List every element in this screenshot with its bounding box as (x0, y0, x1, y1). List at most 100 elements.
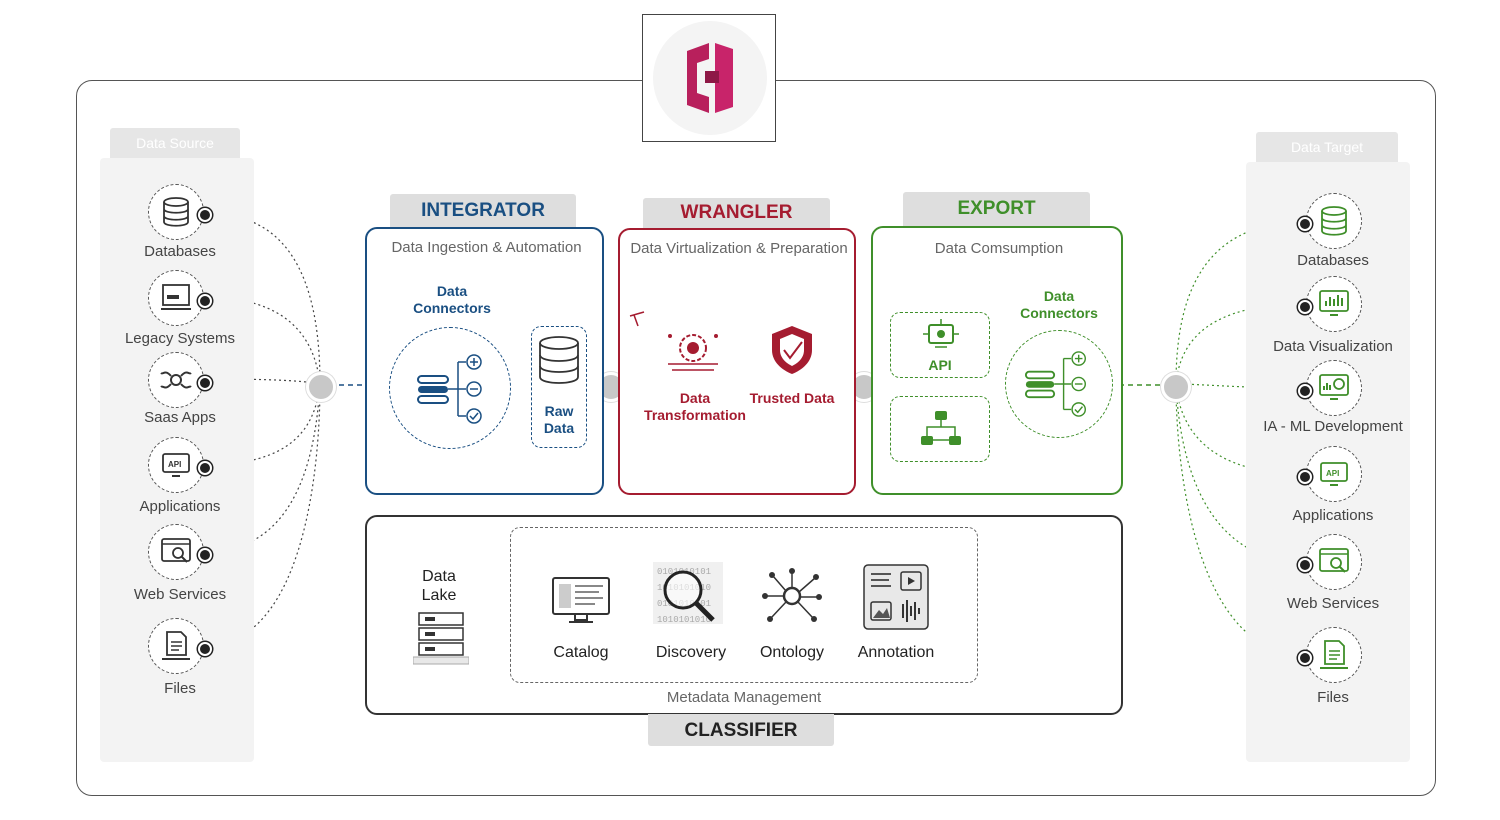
files-icon (162, 631, 190, 660)
network-box (890, 396, 990, 462)
data-transformation-label: Data Transformation (644, 390, 746, 423)
api-box: API (890, 312, 990, 378)
api-label: API (928, 357, 952, 373)
target-label: Web Services (1286, 595, 1380, 612)
data-visualization-icon (1319, 290, 1349, 316)
data-target-header: Data Target (1256, 132, 1398, 162)
source-label: Databases (144, 243, 216, 260)
wrangler-panel: Data Virtualization & Preparation Data T… (618, 228, 856, 495)
export-title: EXPORT (903, 192, 1090, 226)
export-connectors-circle (1005, 330, 1113, 438)
integrator-title: INTEGRATOR (390, 194, 576, 228)
target-connector-dot (1298, 300, 1312, 314)
source-node-2 (148, 270, 204, 326)
api-network-icon (923, 319, 959, 348)
target-hub (1161, 372, 1191, 402)
database-icon (163, 197, 189, 227)
logo-box (642, 14, 776, 142)
data-transformation-icon (668, 334, 718, 371)
source-hub (306, 372, 336, 402)
catalog-label: Catalog (553, 644, 609, 661)
source-connector-dot (198, 548, 212, 562)
classifier-panel: Data Lake 0101010101 1010101010 01010101… (365, 515, 1123, 715)
trusted-data-shield-icon (772, 326, 812, 374)
data-connectors-icon (417, 354, 482, 424)
integrator-connectors-label: Data Connectors (413, 283, 491, 316)
web-services-icon (1319, 548, 1349, 573)
data-lake-server-icon (413, 612, 469, 665)
classifier-title: CLASSIFIER (648, 714, 834, 746)
target-node-5 (1306, 534, 1362, 590)
trusted-data-label: Trusted Data (749, 390, 835, 406)
data-lake-label: Data Lake (421, 568, 457, 604)
source-node-1 (148, 184, 204, 240)
api-monitor-icon: API (162, 453, 190, 477)
export-panel: Data Comsumption API Data Connectors (871, 226, 1123, 495)
svg-text:API: API (168, 460, 181, 469)
source-label: Applications (139, 498, 221, 515)
svg-text:API: API (1326, 469, 1339, 478)
arc-marker-icon (629, 311, 645, 327)
catalog-icon (552, 577, 610, 623)
saas-apps-icon (160, 371, 192, 389)
target-node-4: API (1306, 446, 1362, 502)
target-label: IA - ML Development (1263, 418, 1403, 435)
source-label: Files (164, 680, 196, 697)
raw-data-label: Raw Data (543, 403, 575, 436)
target-connector-dot (1298, 651, 1312, 665)
data-source-header: Data Source (110, 128, 240, 158)
target-label: Files (1317, 689, 1349, 706)
target-label: Databases (1297, 252, 1369, 269)
ontology-label: Ontology (759, 644, 825, 661)
export-data-connectors-icon (1024, 351, 1086, 417)
target-label: Data Visualization (1273, 338, 1393, 355)
target-node-6 (1306, 627, 1362, 683)
metadata-box: 0101010101 1010101010 0101010101 1010101… (510, 527, 978, 683)
integrator-connectors-circle (389, 327, 511, 449)
metadata-label: Metadata Management (666, 689, 822, 706)
svg-text:1010101010: 1010101010 (657, 615, 711, 625)
source-node-4: API (148, 437, 204, 493)
source-label: Saas Apps (144, 409, 216, 426)
network-nodes-icon (921, 411, 961, 445)
discovery-label: Discovery (655, 644, 727, 661)
raw-data-box: Raw Data (531, 326, 587, 448)
integrator-panel: Data Ingestion & Automation Data Connect… (365, 227, 604, 495)
source-connector-dot (198, 376, 212, 390)
source-label: Web Services (133, 586, 227, 603)
export-connectors-label: Data Connectors (1020, 288, 1098, 321)
integrator-subtitle: Data Ingestion & Automation (391, 239, 582, 256)
target-connector-dot (1298, 217, 1312, 231)
target-connector-dot (1298, 384, 1312, 398)
source-connector-dot (198, 294, 212, 308)
export-subtitle: Data Comsumption (934, 240, 1064, 257)
source-label: Legacy Systems (124, 330, 236, 347)
source-node-5 (148, 524, 204, 580)
source-connector-dot (198, 461, 212, 475)
annotation-label: Annotation (857, 644, 935, 661)
target-connector-dot (1298, 470, 1312, 484)
logo-circle (653, 21, 767, 135)
api-monitor-icon: API (1320, 462, 1348, 486)
target-node-2 (1306, 276, 1362, 332)
raw-data-database-icon (539, 336, 579, 384)
web-services-icon (161, 538, 191, 563)
discovery-icon: 0101010101 1010101010 0101010101 1010101… (653, 562, 723, 625)
target-node-1 (1306, 193, 1362, 249)
source-connector-dot (198, 208, 212, 222)
annotation-icon (863, 564, 929, 630)
target-label: Applications (1292, 507, 1374, 524)
files-icon (1320, 640, 1348, 669)
target-connector-dot (1298, 558, 1312, 572)
source-node-3 (148, 352, 204, 408)
brand-logo-icon (687, 43, 733, 113)
ml-development-icon (1319, 374, 1349, 400)
legacy-system-icon (161, 284, 191, 310)
wrangler-subtitle: Data Virtualization & Preparation (630, 240, 848, 257)
target-node-3 (1306, 360, 1362, 416)
wrangler-title: WRANGLER (643, 198, 830, 228)
source-connector-dot (198, 642, 212, 656)
ontology-icon (762, 568, 822, 622)
database-icon (1321, 206, 1347, 236)
source-node-6 (148, 618, 204, 674)
